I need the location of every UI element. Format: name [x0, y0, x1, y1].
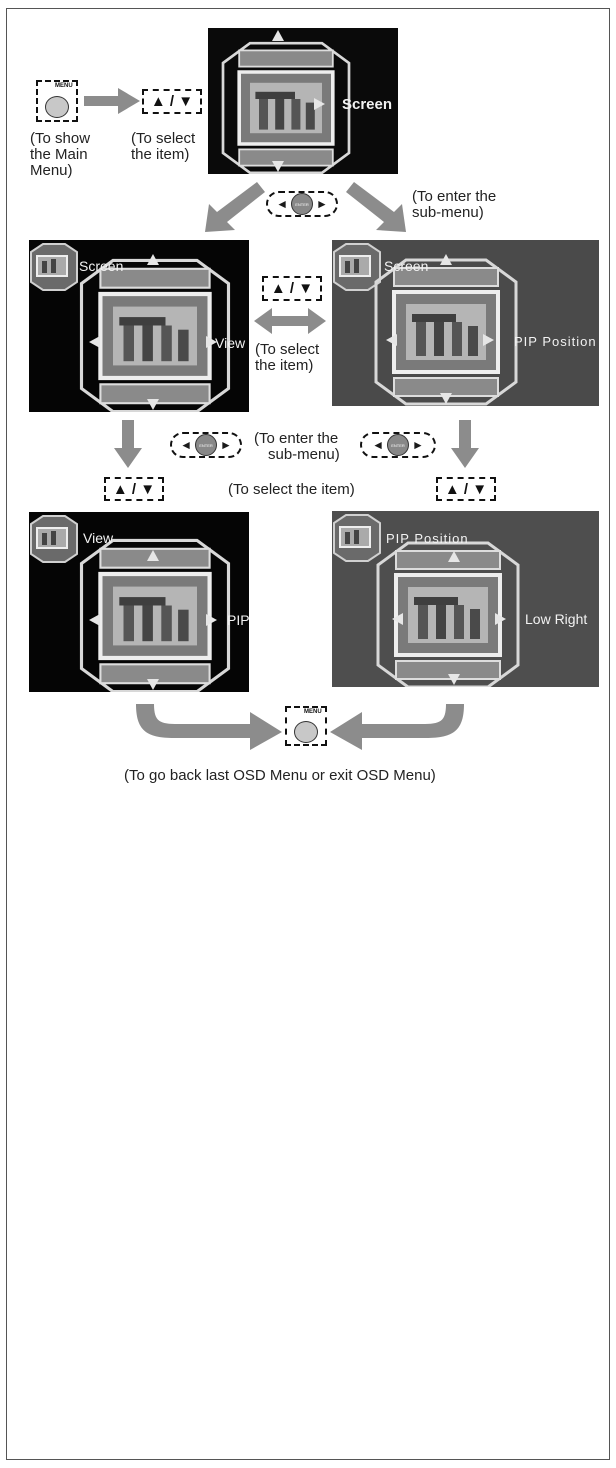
left-key-icon: ◄: [180, 438, 192, 452]
position-menu-label: PIP Position: [386, 531, 469, 546]
osd-cube-icon: [333, 243, 518, 406]
menu-key-label: MENU: [55, 83, 73, 89]
screen-menu-option: View: [215, 335, 246, 351]
menu-key-label: MENU: [304, 709, 322, 715]
up-down-key[interactable]: ▲ / ▼: [436, 477, 496, 501]
enter-key-group[interactable]: ◄ ENTER ►: [170, 432, 242, 458]
screen-menu-view-screen: Screen View: [29, 240, 249, 412]
enter-button-icon: ENTER: [387, 434, 409, 456]
pip-menu-label: Screen: [384, 258, 429, 274]
menu-button-icon: [294, 721, 318, 743]
up-down-key[interactable]: ▲ / ▼: [142, 89, 202, 114]
main-menu-label: Screen: [342, 96, 393, 113]
up-down-key[interactable]: ▲ / ▼: [262, 276, 322, 301]
right-key-icon: ►: [220, 438, 232, 452]
menu-button-key[interactable]: MENU: [285, 706, 327, 746]
menu-button-key[interactable]: MENU: [36, 80, 78, 122]
osd-cube-icon: [30, 515, 249, 692]
menu-button-icon: [45, 96, 69, 118]
caption-select-item-mid: (To select the item): [255, 341, 320, 374]
right-key-icon: ►: [412, 438, 424, 452]
arrow-left-right-icon: [254, 308, 326, 334]
left-key-icon: ◄: [276, 197, 288, 211]
caption-enter-submenu-mid: (To enter the sub-menu): [254, 430, 340, 463]
main-menu-screen: Screen: [208, 28, 398, 174]
caption-enter-submenu: (To enter the sub-menu): [412, 188, 497, 221]
right-key-icon: ►: [316, 197, 328, 211]
curved-arrow-right-icon: [136, 704, 282, 750]
arrow-down-icon: [451, 420, 479, 468]
pip-position-menu-screen: Screen PIP Position: [332, 240, 599, 406]
low-right-screen: PIP Position Low Right: [332, 511, 599, 687]
enter-key-group[interactable]: ◄ ENTER ►: [266, 191, 338, 217]
arrow-down-icon: [114, 420, 142, 468]
left-key-icon: ◄: [372, 438, 384, 452]
view-menu-pip-screen: View PIP: [29, 512, 249, 692]
enter-button-icon: ENTER: [195, 434, 217, 456]
enter-button-icon: ENTER: [291, 193, 313, 215]
enter-key-group[interactable]: ◄ ENTER ►: [360, 432, 436, 458]
caption-select-row: (To select the item): [228, 481, 355, 498]
position-menu-option: Low Right: [525, 611, 588, 627]
caption-go-back: (To go back last OSD Menu or exit OSD Me…: [124, 767, 436, 784]
osd-cube-icon: [30, 243, 249, 412]
caption-select-item: (To select the item): [131, 130, 196, 163]
view-menu-option: PIP: [227, 612, 249, 628]
caption-show-main: (To show the Main Menu): [30, 130, 91, 179]
screen-menu-label: Screen: [79, 258, 124, 274]
page-frame: [6, 8, 610, 1460]
up-down-key[interactable]: ▲ / ▼: [104, 477, 164, 501]
arrow-down-right-icon: [346, 182, 406, 232]
curved-arrow-left-icon: [330, 704, 464, 750]
pip-menu-option: PIP Position: [514, 334, 597, 349]
arrow-down-left-icon: [205, 182, 265, 232]
arrow-right-icon: [84, 88, 140, 114]
view-menu-label: View: [83, 530, 114, 546]
